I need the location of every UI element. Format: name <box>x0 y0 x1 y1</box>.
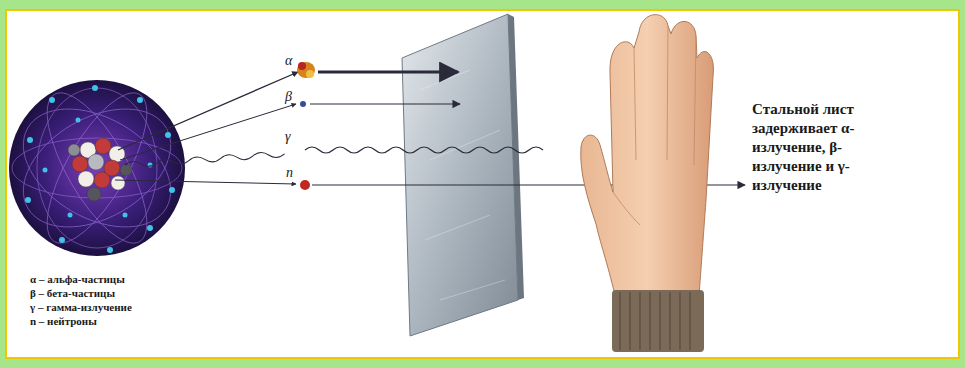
legend-line: β – бета-частицы <box>30 286 230 300</box>
atom-illustration <box>3 79 192 256</box>
frame <box>6 10 959 358</box>
legend-line: γ – гамма-излучение <box>30 300 230 314</box>
beam-symbol: α <box>285 52 305 70</box>
beam-symbol: γ <box>285 128 305 146</box>
legend-line: α – альфа-частицы <box>30 272 230 286</box>
steel-plate <box>402 14 524 336</box>
caption-note: Стальной лист задерживает α-излучение, β… <box>752 100 904 195</box>
hand <box>581 15 714 352</box>
beam-symbol: n <box>286 164 306 182</box>
beam-symbol: β <box>285 88 305 106</box>
legend-line: n – нейтроны <box>30 314 230 328</box>
emission-lines <box>115 72 298 184</box>
